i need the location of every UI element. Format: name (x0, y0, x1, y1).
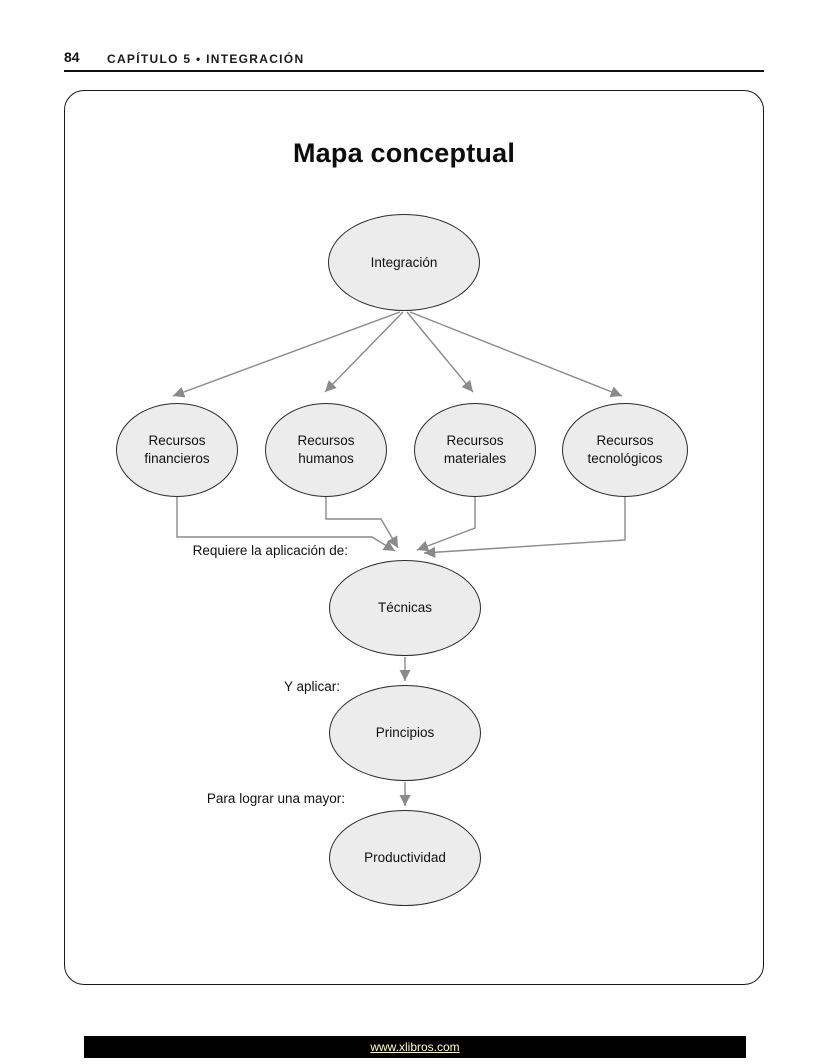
node-integracion: Integración (328, 214, 480, 311)
page-number: 84 (64, 49, 80, 65)
node-principios: Principios (329, 685, 481, 781)
footer-bar: www.xlibros.com (84, 1036, 746, 1058)
node-tecnicas: Técnicas (329, 560, 481, 656)
label-para-lograr-mayor: Para lograr una mayor: (206, 791, 345, 806)
diagram-frame (64, 90, 764, 985)
header-rule (64, 70, 764, 72)
chapter-header: CAPÍTULO 5 • INTEGRACIÓN (107, 52, 305, 66)
label-requiere-aplicacion: Requiere la aplicación de: (192, 543, 348, 558)
footer-link[interactable]: www.xlibros.com (370, 1040, 460, 1054)
node-recursos-tecnologicos: Recursos tecnológicos (562, 403, 688, 497)
node-recursos-materiales: Recursos materiales (414, 403, 536, 497)
node-recursos-humanos: Recursos humanos (265, 403, 387, 497)
label-y-aplicar: Y aplicar: (283, 679, 340, 694)
diagram-title: Mapa conceptual (292, 138, 516, 168)
node-productividad: Productividad (329, 810, 481, 906)
node-recursos-financieros: Recursos financieros (116, 403, 238, 497)
